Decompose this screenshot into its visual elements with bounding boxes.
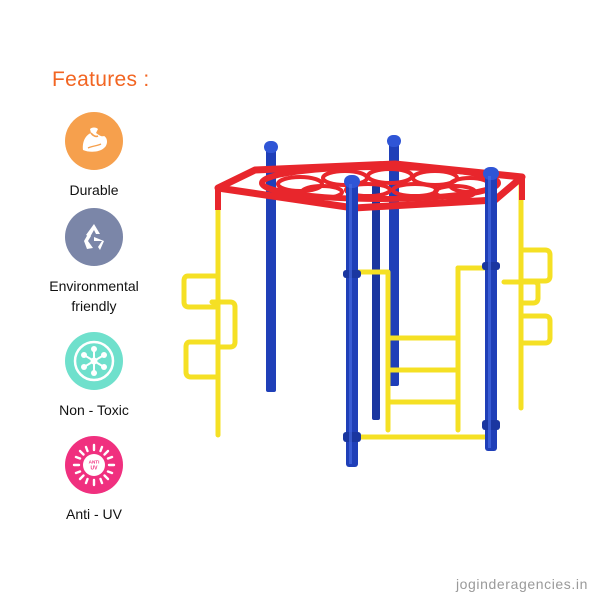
watermark: joginderagencies.in <box>455 576 588 592</box>
feature-label: Durable <box>69 182 119 198</box>
svg-text:ANTI: ANTI <box>89 460 100 465</box>
feature-environmental: Environmental friendly <box>28 208 160 316</box>
feature-durable: Durable <box>28 112 160 200</box>
front-poles <box>343 167 500 467</box>
feature-label: Non - Toxic <box>59 402 129 418</box>
feature-label: Environmental friendly <box>49 278 139 314</box>
sun-uv-icon: ANTI UV <box>65 436 123 494</box>
feature-label: Anti - UV <box>65 506 122 522</box>
feature-anti-uv: ANTI UV Anti - UV <box>28 436 160 524</box>
flexed-arm-icon <box>65 112 123 170</box>
recycle-icon <box>65 208 123 266</box>
yellow-rails <box>181 177 553 440</box>
red-top-frame <box>214 160 526 212</box>
features-title: Features : <box>52 68 150 91</box>
feature-non-toxic: Non - Toxic <box>28 332 160 420</box>
svg-text:UV: UV <box>91 466 99 472</box>
molecule-icon <box>65 332 123 390</box>
